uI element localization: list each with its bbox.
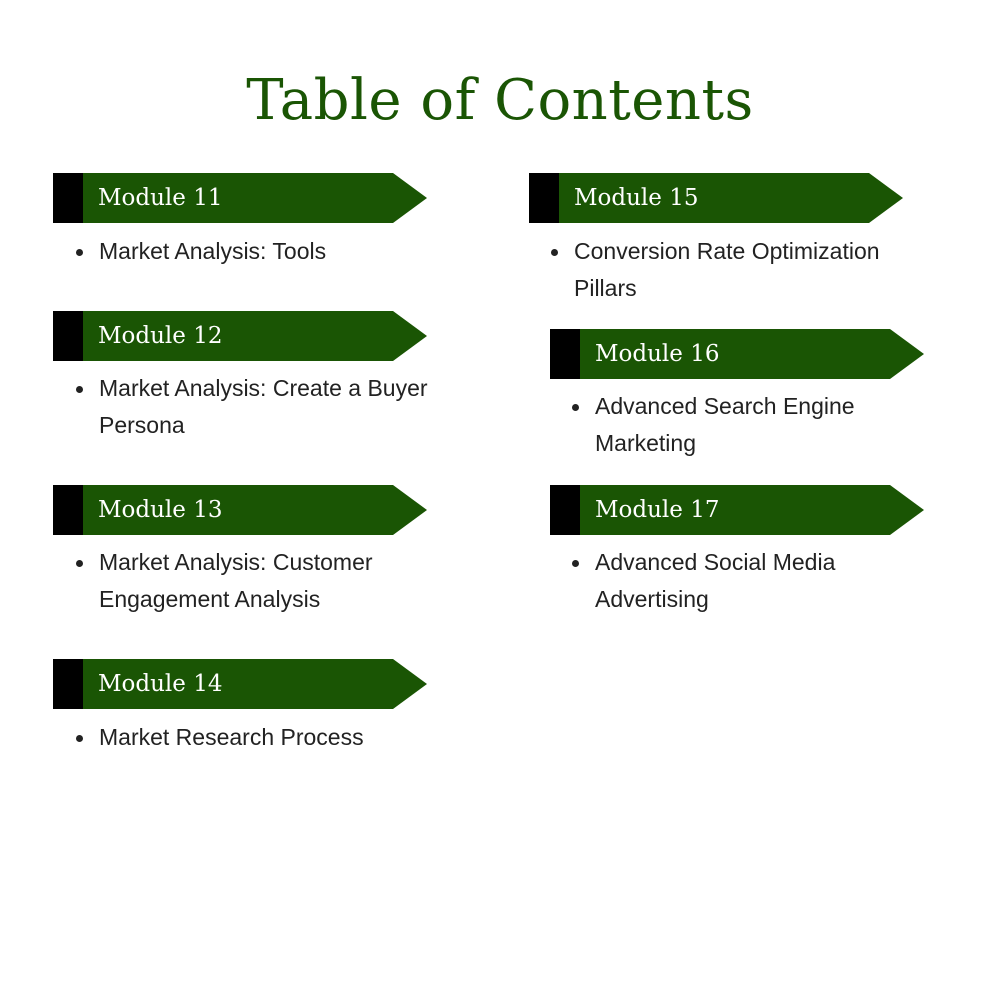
module-16-banner: Module 16: [550, 329, 924, 379]
list-item: Advanced Search Engine Marketing: [572, 388, 895, 462]
bullet-icon: [76, 560, 83, 567]
module-14-banner: Module 14: [53, 659, 427, 709]
module-17-banner: Module 17: [550, 485, 924, 535]
module-label: Module 11: [98, 185, 223, 211]
bullet-icon: [76, 249, 83, 256]
module-13-banner: Module 13: [53, 485, 427, 535]
list-item: Market Analysis: Create a Buyer Persona: [76, 370, 459, 444]
list-item: Conversion Rate Optimization Pillars: [551, 233, 919, 307]
page-title: Table of Contents: [246, 68, 754, 133]
list-item: Market Research Process: [76, 719, 459, 756]
module-15-banner: Module 15: [529, 173, 903, 223]
list-item: Market Analysis: Customer Engagement Ana…: [76, 544, 419, 618]
bullet-icon: [551, 249, 558, 256]
module-11-banner: Module 11: [53, 173, 427, 223]
bullet-icon: [572, 560, 579, 567]
list-item: Market Analysis: Tools: [76, 233, 459, 270]
module-label: Module 16: [595, 341, 720, 367]
bullet-icon: [572, 404, 579, 411]
module-label: Module 12: [98, 323, 223, 349]
module-12-banner: Module 12: [53, 311, 427, 361]
bullet-icon: [76, 386, 83, 393]
list-item: Advanced Social Media Advertising: [572, 544, 875, 618]
module-label: Module 15: [574, 185, 699, 211]
module-label: Module 14: [98, 671, 223, 697]
module-label: Module 17: [595, 497, 720, 523]
module-label: Module 13: [98, 497, 223, 523]
bullet-icon: [76, 735, 83, 742]
